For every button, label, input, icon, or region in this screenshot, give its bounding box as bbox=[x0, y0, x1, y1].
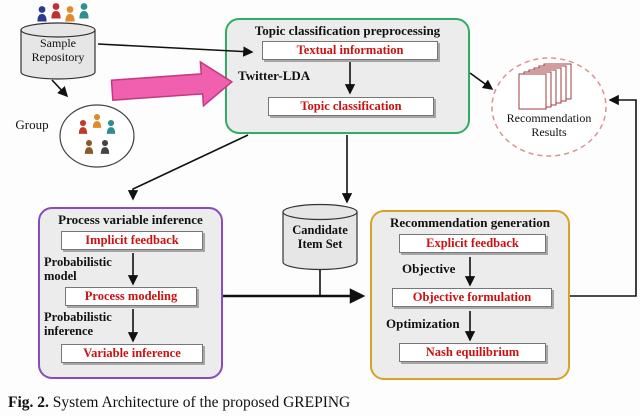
step-variable-inference: Variable inference bbox=[61, 344, 203, 363]
sample-repository-label: Sample Repository bbox=[31, 36, 85, 64]
edge-label-objective: Objective bbox=[402, 261, 456, 276]
topic-box-title: Topic classification preprocessing bbox=[254, 23, 441, 38]
figure-caption-text: System Architecture of the proposed GREP… bbox=[52, 394, 351, 411]
step-process-modeling: Process modeling bbox=[65, 287, 197, 306]
figure-caption-label: Fig. 2. bbox=[8, 394, 49, 411]
process-box-title: Process variable inference bbox=[58, 212, 203, 227]
group-label: Group bbox=[15, 117, 49, 132]
candidate-item-set-cylinder bbox=[282, 203, 358, 271]
recommendation-results-label: Recommendation Results bbox=[506, 111, 592, 139]
step-topic-classification: Topic classification bbox=[268, 97, 434, 116]
figure-caption: Fig. 2. System Architecture of the propo… bbox=[8, 394, 350, 412]
group-users-icon bbox=[59, 104, 135, 168]
step-nash-equilibrium: Nash equilibrium bbox=[399, 343, 546, 362]
step-explicit-feedback: Explicit feedback bbox=[399, 234, 546, 253]
edge-label-optimization: Optimization bbox=[386, 316, 460, 331]
connector-arrows bbox=[51, 43, 637, 343]
edge-label-twitter-lda: Twitter-LDA bbox=[238, 68, 311, 83]
step-implicit-feedback: Implicit feedback bbox=[61, 231, 203, 250]
recommendation-box-title: Recommendation generation bbox=[390, 215, 550, 230]
document-stack-icon bbox=[518, 63, 572, 110]
step-objective-formulation: Objective formulation bbox=[392, 288, 552, 307]
step-textual-information: Textual information bbox=[262, 41, 438, 60]
sample-repository-cylinder bbox=[20, 22, 96, 80]
pink-flow-arrow bbox=[110, 60, 234, 108]
candidate-item-set-label: Candidate Item Set bbox=[292, 223, 348, 251]
edge-label-probabilistic-inference: Probabilistic inference bbox=[44, 310, 112, 338]
edge-label-probabilistic-model: Probabilistic model bbox=[44, 255, 112, 283]
